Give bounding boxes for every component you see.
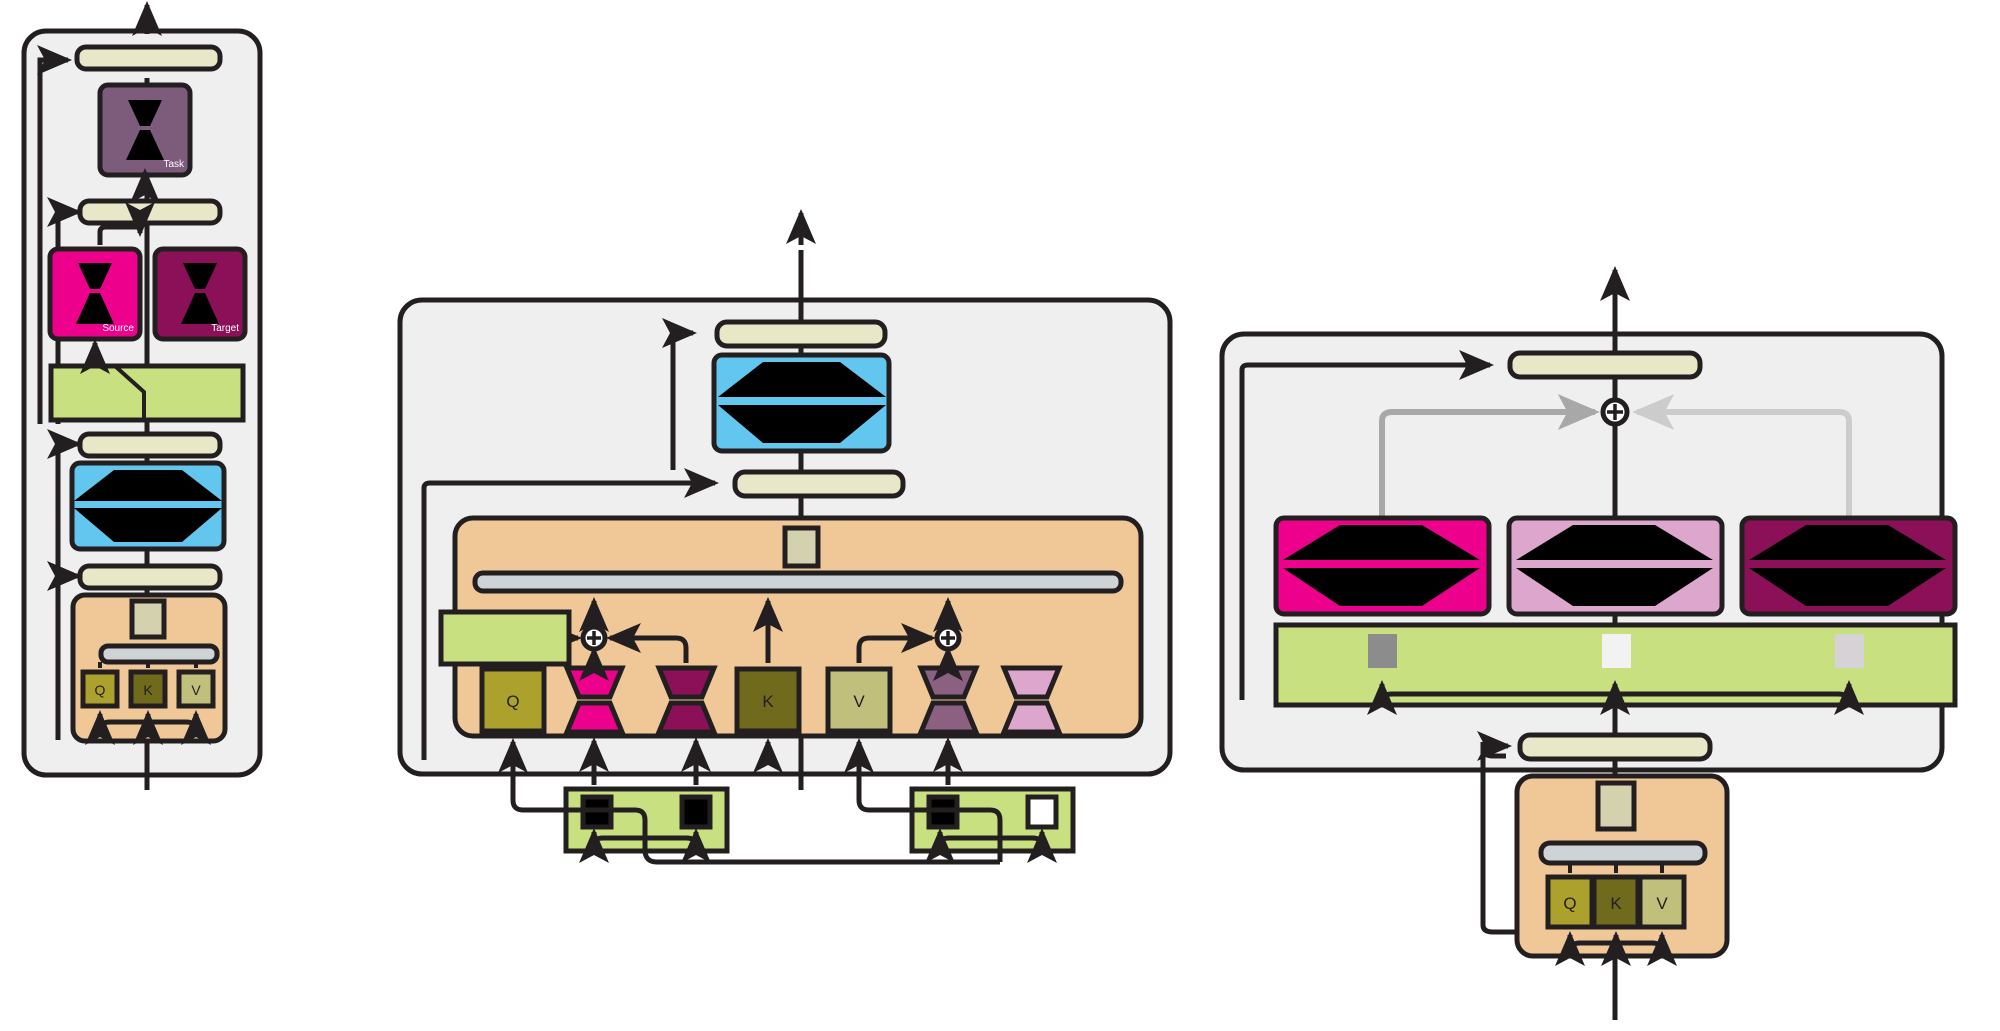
- middle-layernorm-top: [714, 319, 888, 349]
- right-attn-output-proj: [1595, 780, 1637, 832]
- middle-q-block[interactable]: [479, 666, 547, 734]
- right-layernorm-second: [1517, 732, 1713, 762]
- right-mixture-sum-operator[interactable]: [1600, 397, 1630, 427]
- left-target-adapter-label: Target: [211, 323, 239, 334]
- lens-bottom-icon: [1749, 568, 1946, 606]
- middle-v-gate-box[interactable]: [909, 786, 1076, 863]
- lens-bottom-icon: [1516, 568, 1713, 606]
- lens-top-icon: [74, 470, 222, 501]
- right-residual-attn-c: [1480, 924, 1612, 935]
- left-k-block[interactable]: [128, 669, 168, 709]
- right-softmax-bar: [1538, 840, 1708, 866]
- middle-qtgt-to-sum: [605, 623, 689, 663]
- left-layernorm-third: [77, 431, 223, 459]
- middle-attention-module[interactable]: Q K: [438, 515, 1144, 739]
- middle-residual-attn: [421, 467, 720, 760]
- left-softmax-bar: [98, 643, 220, 665]
- lens-bottom-icon: [1283, 568, 1480, 606]
- middle-softmax-bar: [472, 570, 1124, 594]
- right-v-label: V: [1656, 894, 1668, 913]
- panel-left: Task Source Target: [21, 0, 263, 790]
- lens-top-icon: [1516, 525, 1713, 560]
- right-gate-right[interactable]: [1835, 634, 1864, 668]
- right-residual-top: [1239, 349, 1495, 700]
- middle-q-gate-right[interactable]: [679, 794, 713, 830]
- middle-residual-lens: [662, 317, 698, 470]
- middle-q-target-adapter[interactable]: [655, 665, 718, 735]
- middle-v-target-adapter[interactable]: [1000, 665, 1063, 735]
- middle-k-block[interactable]: [734, 666, 802, 734]
- left-residual-attnlens: [47, 428, 83, 585]
- lens-top-icon: [1749, 525, 1946, 560]
- middle-v-gate-right[interactable]: [1025, 794, 1059, 830]
- lens-top-icon: [1283, 525, 1480, 560]
- right-adapter-target[interactable]: [1739, 515, 1958, 617]
- left-attn-output-proj: [129, 598, 167, 640]
- right-gate-mid[interactable]: [1602, 634, 1631, 668]
- middle-v-block[interactable]: [825, 666, 893, 734]
- right-adapter-source[interactable]: [1273, 515, 1492, 617]
- middle-k-label: K: [762, 692, 774, 711]
- middle-q-sum-operator[interactable]: [580, 624, 608, 652]
- middle-v-label: V: [853, 692, 865, 711]
- right-k-block[interactable]: [1591, 874, 1641, 930]
- right-grey-route-left: [1379, 393, 1600, 580]
- lens-top-icon: [718, 362, 886, 397]
- hourglass-top-icon: [78, 263, 112, 289]
- left-feedforward-block[interactable]: [48, 363, 246, 423]
- right-q-block[interactable]: [1545, 874, 1595, 930]
- hourglass-top-icon: [183, 263, 217, 289]
- hourglass-bottom-icon: [76, 293, 114, 324]
- right-grey-route-right: [1632, 394, 1852, 580]
- middle-q-gate-box[interactable]: [438, 609, 572, 667]
- left-k-label: K: [143, 682, 153, 698]
- panel-middle: Q K: [397, 208, 1173, 790]
- left-q-block[interactable]: [80, 669, 120, 709]
- middle-attention-lens[interactable]: [711, 352, 892, 454]
- middle-v-to-sum: [856, 622, 937, 663]
- hourglass-bottom-icon: [126, 130, 164, 160]
- right-gate-left[interactable]: [1368, 634, 1397, 668]
- right-k-label: K: [1610, 894, 1622, 913]
- middle-q-label: Q: [506, 692, 519, 711]
- left-v-label: V: [191, 682, 201, 698]
- middle-attn-output-proj: [782, 525, 821, 569]
- middle-q-feedback: [510, 742, 1000, 865]
- left-self-attention-module[interactable]: Q K V: [70, 592, 228, 745]
- hourglass-bottom-icon: [181, 293, 219, 324]
- left-source-to-ln: [97, 202, 156, 245]
- left-q-label: Q: [95, 682, 106, 698]
- middle-layernorm-second: [732, 469, 906, 499]
- left-source-adapter-label: Source: [102, 323, 134, 334]
- right-residual-arrow: [1477, 730, 1513, 761]
- right-v-block[interactable]: [1637, 874, 1687, 930]
- left-task-adapter-label: Task: [163, 159, 185, 170]
- hourglass-top-icon: [128, 100, 162, 126]
- lens-bottom-icon: [718, 405, 886, 443]
- left-layernorm-fourth: [77, 563, 223, 591]
- panel-right: Q K V: [1219, 265, 1958, 1020]
- right-q-label: Q: [1563, 894, 1576, 913]
- right-attention-module[interactable]: Q K V: [1514, 773, 1730, 966]
- left-residual-attn: [47, 560, 83, 740]
- left-layernorm-top: [74, 44, 223, 72]
- right-adapter-mid[interactable]: [1506, 515, 1725, 617]
- middle-v-sum-operator[interactable]: [934, 624, 962, 652]
- left-v-block[interactable]: [176, 669, 216, 709]
- left-residual-task: [37, 44, 73, 192]
- left-residual-ffn: [47, 196, 83, 424]
- middle-gate-boxes: [497, 736, 1076, 865]
- lens-bottom-icon: [74, 508, 222, 542]
- right-layernorm-top: [1507, 350, 1703, 380]
- left-attention-lens[interactable]: [69, 460, 227, 552]
- left-layernorm-second: [77, 198, 223, 226]
- middle-v-feedback: [856, 742, 1003, 862]
